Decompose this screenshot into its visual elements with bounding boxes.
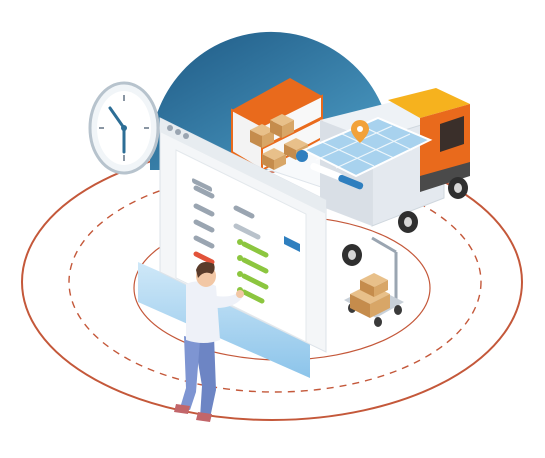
list-item (193, 219, 215, 233)
map-pin-icon (351, 120, 369, 143)
list-item (193, 203, 215, 217)
list-item (233, 223, 261, 240)
screen-base (138, 262, 310, 378)
delivery-truck-icon (296, 88, 470, 266)
list-item (241, 241, 269, 258)
truck-wheels (342, 177, 468, 266)
list-item (241, 257, 269, 274)
list-item (193, 185, 215, 199)
list-item (233, 205, 255, 219)
table-row (192, 178, 212, 192)
list-item (241, 273, 269, 290)
hand-cart-icon (344, 236, 404, 327)
shelf-icon (231, 78, 323, 172)
box-icon (350, 273, 390, 318)
list-item (193, 251, 215, 265)
shelf-boxes (250, 114, 308, 170)
dashboard-rows (192, 178, 212, 192)
list-item (193, 235, 215, 249)
screen-titlebar (160, 118, 326, 214)
dashed-orbit (68, 171, 482, 393)
user-icon (174, 262, 244, 422)
list-item (241, 289, 265, 304)
clock-icon (88, 81, 160, 175)
action-button (284, 236, 300, 252)
